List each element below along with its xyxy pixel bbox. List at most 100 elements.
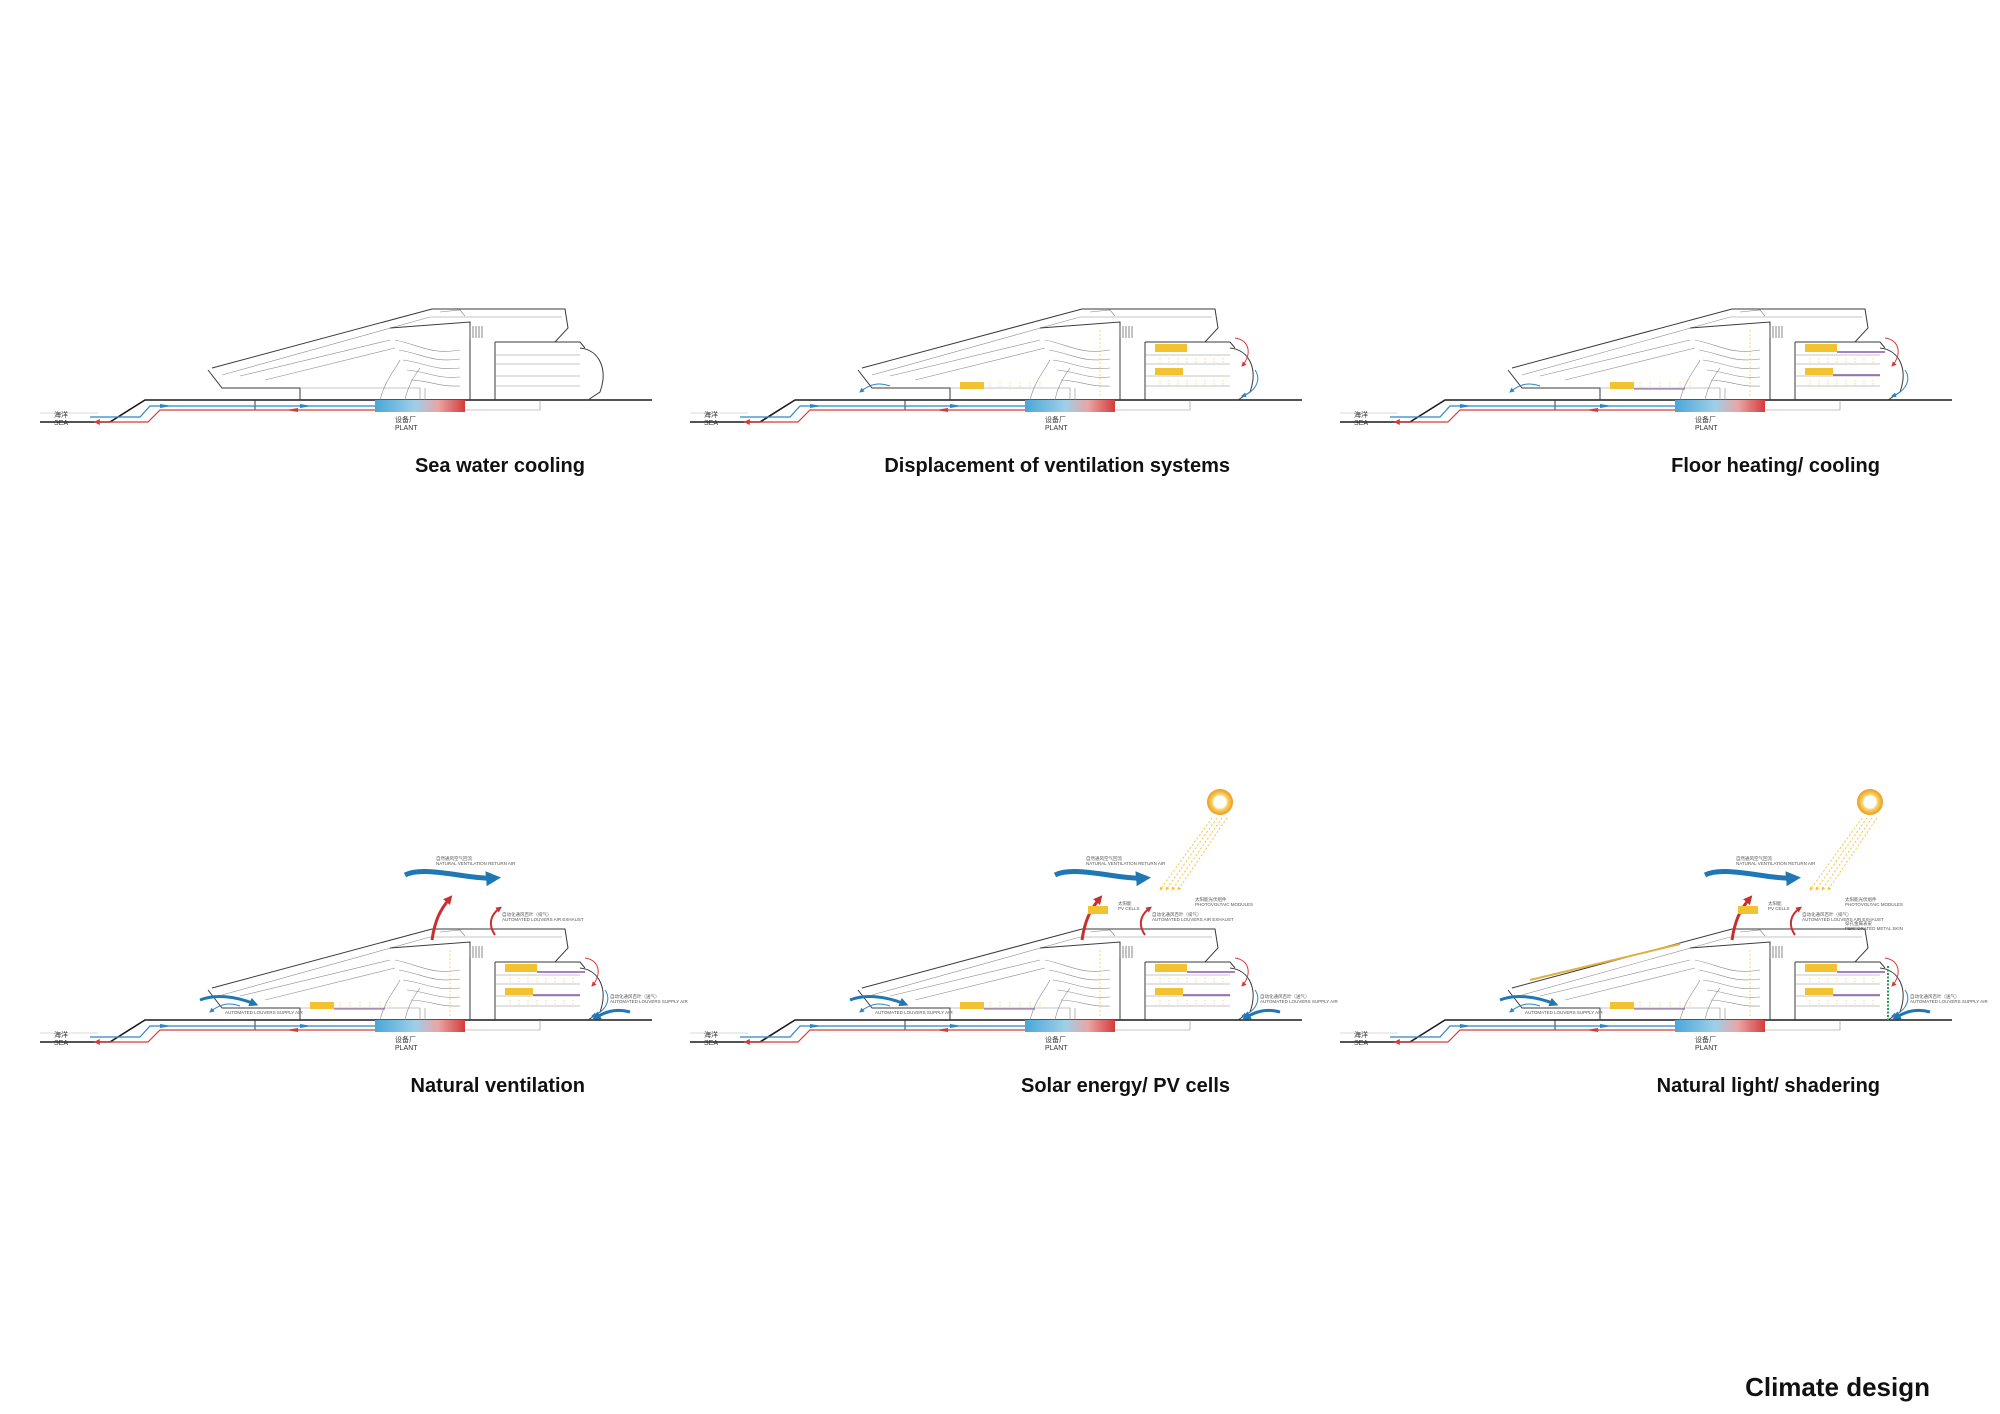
sunlight-ray <box>1809 817 1863 891</box>
floor-heating-cooling-pipes <box>984 971 1235 1010</box>
roof-inner-line <box>1521 316 1862 376</box>
exhaust-air-arrow-2 <box>1789 906 1802 936</box>
plant-heat-exchanger <box>1025 400 1115 412</box>
sunlight-ray <box>1165 817 1218 891</box>
plant-label-en: PLANT <box>395 425 418 432</box>
ground-line <box>690 399 1302 423</box>
cantilever-underside <box>857 989 951 1020</box>
pv-cell-panel <box>1088 906 1108 914</box>
atrium-wall <box>1039 941 1121 1020</box>
louver-exhaust-label-cn: 自动化通风百叶（排气） <box>1802 911 1852 918</box>
building-section <box>1340 308 1952 423</box>
louver-supply-west-label: AUTOMATED LOUVERS SUPPLY AIR <box>225 1010 303 1015</box>
atrium-stair-curve <box>1698 349 1761 361</box>
pv-label-en: PV CELLS <box>1118 906 1140 911</box>
sea-label-en: SEA <box>1354 1040 1368 1047</box>
return-air-big-arrow <box>1703 869 1801 887</box>
flow-arrow-red <box>936 408 948 412</box>
louver-supply-east-label-cn: 自动化通风百叶（送气） <box>1260 993 1310 1000</box>
louver-supply-west-label: AUTOMATED LOUVERS SUPPLY AIR <box>1525 1010 1603 1015</box>
atrium-stair-curve <box>1698 969 1761 981</box>
roof-outline <box>861 308 1219 369</box>
exhaust-air-big-arrow <box>1080 895 1103 941</box>
louver-supply-west-label: AUTOMATED LOUVERS SUPPLY AIR <box>875 1010 953 1015</box>
plant-label-cn: 设备厂 <box>1695 1035 1716 1044</box>
plant-label-en: PLANT <box>1695 425 1718 432</box>
interior-airflow <box>209 950 609 1018</box>
interior-airflow <box>859 330 1259 398</box>
east-block-top <box>495 961 586 969</box>
exhaust-air-arrow <box>584 957 599 987</box>
air-handling-unit <box>960 1002 984 1009</box>
sunlight-ray <box>1159 817 1213 891</box>
roof-inner-line <box>221 316 562 376</box>
exhaust-air-arrow <box>1234 957 1249 987</box>
atrium-wall <box>1689 941 1771 1020</box>
supply-air-arrow <box>1891 369 1909 398</box>
skylight <box>1739 929 1766 937</box>
panel-caption: Floor heating/ cooling <box>1671 455 1880 477</box>
louver-exhaust-label-en: AUTOMATED LOUVERS AIR EXHAUST <box>1152 917 1234 922</box>
panel-caption: Natural ventilation <box>411 1075 585 1097</box>
louver-exhaust-label-en: AUTOMATED LOUVERS AIR EXHAUST <box>502 917 584 922</box>
exhaust-air-big-arrow <box>1730 895 1753 941</box>
cantilever-underside <box>207 369 301 400</box>
atrium-wall <box>389 941 471 1020</box>
skylight <box>439 929 466 937</box>
stair-sweep <box>1029 359 1051 401</box>
roof-rib <box>889 959 1041 997</box>
floor-heating-cooling-pipes <box>1634 971 1885 1010</box>
flow-arrow-red <box>1586 1028 1598 1032</box>
building-section <box>690 928 1302 1043</box>
atrium-stair-curve <box>1694 339 1761 352</box>
plant-heat-exchanger <box>375 1020 465 1032</box>
west-hall-floor <box>1600 387 1721 400</box>
roof-inner-line <box>221 936 562 996</box>
atrium-wall <box>1039 321 1121 400</box>
atrium-stair-curve <box>1056 989 1111 998</box>
cantilever-underside <box>207 989 301 1020</box>
atrium-stair-curve <box>1056 369 1111 378</box>
supply-air-arrow <box>859 1003 891 1013</box>
west-hall-floor <box>1600 1007 1721 1020</box>
pv-modules-label-cn: 太阳能光伏组件 <box>1845 896 1877 903</box>
sunlight-ray <box>1815 817 1868 891</box>
atrium-wall <box>1689 321 1771 400</box>
panel-caption: Solar energy/ PV cells <box>1021 1075 1230 1097</box>
roof-rib <box>239 339 391 377</box>
skylight <box>439 309 466 317</box>
stair-sweep <box>1029 979 1051 1021</box>
exhaust-air-big-arrow <box>430 895 453 941</box>
atrium-stair-curve <box>1048 349 1111 361</box>
sea-label-en: SEA <box>704 420 718 427</box>
supply-air-arrow <box>859 383 891 393</box>
plant-heat-exchanger <box>1025 1020 1115 1032</box>
air-handling-unit <box>1155 988 1183 995</box>
ground-line <box>1340 399 1952 423</box>
roof-rib <box>914 967 1046 1001</box>
flow-arrow-blue <box>810 404 822 408</box>
skylight <box>1739 309 1766 317</box>
flow-arrow-blue <box>950 404 962 408</box>
basement-east <box>460 400 541 411</box>
stair-sweep <box>1054 987 1071 1021</box>
warm-water-return-pipe <box>743 1029 1110 1045</box>
atrium-stair-curve <box>1044 959 1111 972</box>
sea-label-cn: 海洋 <box>1354 1030 1368 1039</box>
air-handling-unit <box>1155 368 1183 375</box>
atrium-stair-curve <box>410 999 461 1007</box>
skylight <box>1089 309 1116 317</box>
atrium-stair-curve <box>1710 379 1761 387</box>
stair-sweep <box>1054 367 1071 401</box>
east-block-top <box>495 341 586 349</box>
return-air-big-arrow <box>1053 869 1151 887</box>
roof-rib <box>239 959 391 997</box>
panel-caption: Displacement of ventilation systems <box>884 455 1230 477</box>
atrium-stair-curve <box>1706 989 1761 998</box>
